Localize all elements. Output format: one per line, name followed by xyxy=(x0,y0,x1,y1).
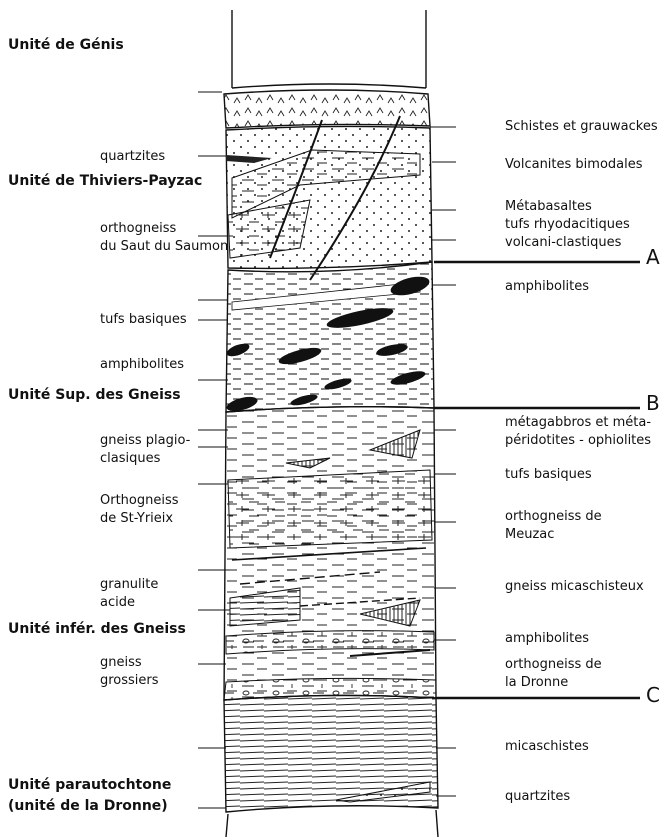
label-orthogneiss-meuzac-1: orthogneiss de xyxy=(505,508,602,525)
label-gneiss-plagio-2: clasiques xyxy=(100,450,160,467)
label-tufs-basiques-right: tufs basiques xyxy=(505,466,592,483)
unit-genis: Unité de Génis xyxy=(8,36,124,55)
label-volcani-clastiques: volcani-clastiques xyxy=(505,234,621,251)
label-volcanites-bimodales: Volcanites bimodales xyxy=(505,156,643,173)
unit-infer-gneiss: Unité infér. des Gneiss xyxy=(8,620,186,639)
label-orthogneiss-yrieix-2: de St-Yrieix xyxy=(100,510,173,527)
label-gneiss-grossiers-2: grossiers xyxy=(100,672,159,689)
label-quartzites-left: quartzites xyxy=(100,148,165,165)
label-metagabbros-2: péridotites - ophiolites xyxy=(505,432,651,449)
label-orthogneiss-dronne-2: la Dronne xyxy=(505,674,568,691)
label-gneiss-plagio-1: gneiss plagio- xyxy=(100,432,190,449)
label-metabasaltes: Métabasaltes xyxy=(505,198,592,215)
label-orthogneiss-saut-1: orthogneiss xyxy=(100,220,176,237)
unit-thiviers-payzac: Unité de Thiviers-Payzac xyxy=(8,172,202,191)
contact-marker-c: C xyxy=(646,684,660,706)
label-gneiss-grossiers-1: gneiss xyxy=(100,654,142,671)
label-tufs-rhyodacitiques: tufs rhyodacitiques xyxy=(505,216,630,233)
label-amphibolites-left: amphibolites xyxy=(100,356,184,373)
label-gneiss-micaschisteux: gneiss micaschisteux xyxy=(505,578,644,595)
label-amphibolites-right-2: amphibolites xyxy=(505,630,589,647)
label-amphibolites-right: amphibolites xyxy=(505,278,589,295)
contact-marker-a: A xyxy=(646,246,660,268)
contact-marker-b: B xyxy=(646,392,660,414)
label-granulite-2: acide xyxy=(100,594,135,611)
label-orthogneiss-yrieix-1: Orthogneiss xyxy=(100,492,179,509)
unit-parautochtone-sub: (unité de la Dronne) xyxy=(8,797,168,816)
label-orthogneiss-dronne-1: orthogneiss de xyxy=(505,656,602,673)
label-schistes-grauwackes: Schistes et grauwackes xyxy=(505,118,658,135)
unit-parautochtone: Unité parautochtone xyxy=(8,776,171,795)
label-quartzites-right: quartzites xyxy=(505,788,570,805)
label-tufs-basiques-left: tufs basiques xyxy=(100,311,187,328)
label-metagabbros-1: métagabbros et méta- xyxy=(505,414,651,431)
label-orthogneiss-saut-2: du Saut du Saumon xyxy=(100,238,228,255)
label-micaschistes: micaschistes xyxy=(505,738,589,755)
label-granulite-1: granulite xyxy=(100,576,158,593)
label-orthogneiss-meuzac-2: Meuzac xyxy=(505,526,554,543)
unit-sup-gneiss: Unité Sup. des Gneiss xyxy=(8,386,181,405)
